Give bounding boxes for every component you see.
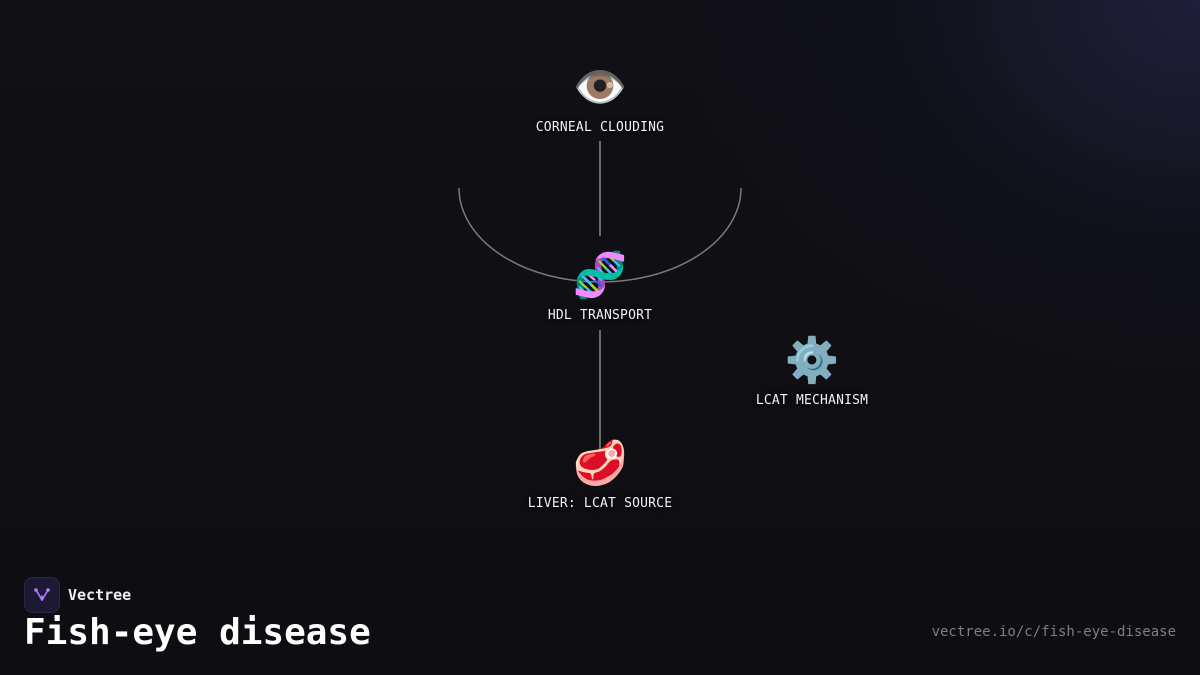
node-label: LCAT MECHANISM <box>755 393 869 408</box>
hub-arc <box>458 187 742 283</box>
meat-icon: 🥩 <box>572 438 628 489</box>
page-title: Fish-eye disease <box>24 612 371 653</box>
node-label: LIVER: LCAT SOURCE <box>527 496 673 511</box>
node-label: CORNEAL CLOUDING <box>535 120 665 135</box>
gear-icon: ⚙️ <box>784 335 840 386</box>
node-lcat-mechanism[interactable]: ⚙️ LCAT MECHANISM <box>692 333 932 408</box>
node-liver-lcat-source[interactable]: 🥩 LIVER: LCAT SOURCE <box>480 436 720 511</box>
brand-name: Vectree <box>68 586 132 604</box>
node-corneal-clouding[interactable]: 👁️ CORNEAL CLOUDING <box>480 60 720 135</box>
vectree-logo-icon <box>24 577 60 613</box>
node-label: HDL TRANSPORT <box>547 308 653 323</box>
page-url-link[interactable]: vectree.io/c/fish-eye-disease <box>931 624 1176 640</box>
vectree-logo-mark <box>34 588 50 601</box>
dna-icon: 🧬 <box>572 250 628 301</box>
brand[interactable]: Vectree <box>24 577 131 613</box>
eye-icon: 👁️ <box>572 62 628 113</box>
node-hdl-transport[interactable]: 🧬 HDL TRANSPORT <box>480 248 720 323</box>
